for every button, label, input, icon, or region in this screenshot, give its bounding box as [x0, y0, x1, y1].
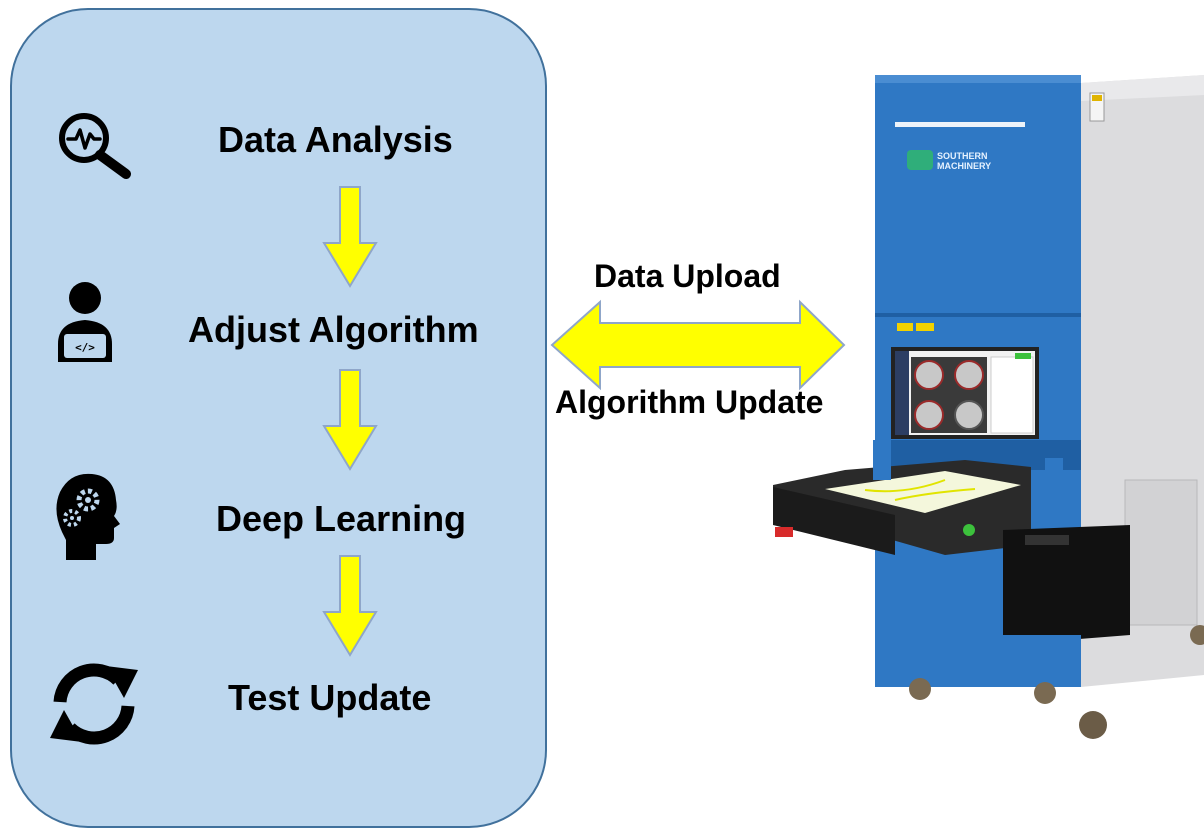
down-arrow-2 — [322, 369, 378, 471]
workflow-panel — [10, 8, 547, 828]
step-label-deep-learning: Deep Learning — [216, 498, 467, 539]
bidirectional-arrow — [550, 299, 846, 391]
svg-text:</>: </> — [75, 341, 95, 354]
down-arrow-1 — [322, 186, 378, 288]
southern-machinery-logo: SOUTHERN MACHINERY — [907, 150, 991, 171]
step-label-adjust-algorithm: Adjust Algorithm — [188, 309, 479, 350]
data-upload-label: Data Upload — [594, 258, 781, 294]
xray-inspection-machine: SOUTHERN MACHINERY — [745, 75, 1204, 755]
refresh-sync-icon — [44, 662, 144, 746]
svg-text:SOUTHERN: SOUTHERN — [937, 151, 988, 161]
svg-text:MACHINERY: MACHINERY — [937, 161, 991, 171]
algorithm-update-label: Algorithm Update — [555, 384, 824, 420]
step-label-test-update: Test Update — [228, 677, 432, 718]
down-arrow-3 — [322, 555, 378, 657]
step-label-data-analysis: Data Analysis — [218, 119, 453, 160]
developer-laptop-icon: </> — [52, 278, 118, 364]
ai-head-gears-icon — [52, 470, 122, 562]
analysis-magnifier-icon — [52, 108, 142, 180]
